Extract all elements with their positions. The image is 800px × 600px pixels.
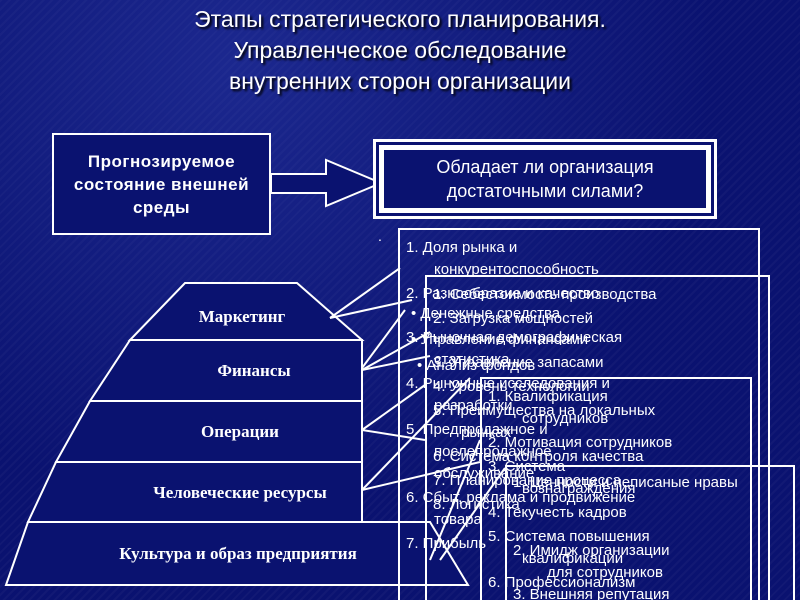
outer-box-line-1: Прогнозируемое	[87, 151, 236, 171]
operations-item: 2. Загрузка мощностей	[433, 310, 594, 327]
operations-item: 5. Преимущества на локальных	[433, 402, 656, 419]
operations-panel: 1. Себестоимость производства 2. Загрузк…	[425, 275, 770, 600]
pyramid-tier-finance: Финансы	[217, 361, 291, 380]
arrow-right	[270, 158, 384, 208]
culture-item: 3. Внешняя репутация	[513, 586, 670, 600]
hr-item: 1. Квалификация	[488, 388, 608, 405]
pyramid	[4, 282, 470, 586]
finance-item: • Денежные средства	[411, 305, 561, 322]
marketing-item: 5. Предпродажное и	[406, 421, 548, 438]
hr-item: вознаграждения	[522, 480, 636, 497]
marketing-item: послепродажное	[434, 443, 552, 460]
pyramid-tier-operations: Операции	[201, 422, 279, 441]
hr-item: 6. Профессионализм	[488, 574, 636, 591]
outer-box-line-3: среды	[132, 197, 191, 217]
title-line-1: Этапы стратегического планирования.	[194, 6, 606, 32]
marketing-item: 2. Разнообразие и качество	[406, 285, 600, 302]
stray-dot: .	[378, 228, 382, 244]
pyramid-tier-culture: Культура и образ предприятия	[119, 544, 357, 563]
operations-item: 4. Уровень технологии	[433, 378, 590, 395]
culture-panel: 1. Ценности и неписаные нравы 2. Имидж о…	[505, 465, 795, 600]
culture-item: для сотрудников	[547, 564, 663, 581]
marketing-item: 3. Рыночная демографическая	[406, 329, 623, 346]
question-box: Обладает ли организация достаточными сил…	[382, 148, 708, 210]
operations-item: рынках	[461, 424, 512, 441]
marketing-item: конкурентоспособность	[434, 261, 599, 278]
finance-panel: • Денежные средства • Управление финанса…	[405, 292, 765, 382]
marketing-item: обслуживание	[434, 465, 535, 482]
hr-panel: 1. Квалификация сотрудников 2. Мотивация…	[480, 377, 752, 600]
marketing-panel: 1. Доля рынка и конкурентоспособность 2.…	[398, 228, 760, 600]
external-environment-box: Прогнозируемое состояние внешней среды	[52, 133, 271, 235]
finance-item: • Анализ фондов	[417, 357, 536, 374]
culture-item: 1. Ценности и неписаные нравы	[513, 474, 738, 491]
marketing-item: разработки	[434, 397, 513, 414]
hr-item: 4. Текучесть кадров	[488, 504, 627, 521]
operations-item: 1. Себестоимость производства	[433, 286, 657, 303]
culture-item: 2. Имидж организации	[513, 542, 670, 559]
marketing-item: товара	[434, 511, 482, 528]
operations-item: 8. Логистика	[433, 496, 520, 513]
question-line-1: Обладает ли организация	[436, 157, 654, 177]
operations-item: 6. Система контроля качества	[433, 448, 644, 465]
marketing-item: 4. Рыночные исследования и	[406, 375, 610, 392]
pyramid-tier-marketing: Маркетинг	[198, 307, 286, 326]
hr-item: квалификации	[522, 550, 624, 567]
hr-item: 5. Система повышения	[488, 528, 650, 545]
hr-item: сотрудников	[522, 410, 609, 427]
hr-item: 2. Мотивация сотрудников	[488, 434, 673, 451]
marketing-item: 6. Сбыт, реклама и продвижение	[406, 489, 636, 506]
operations-item: 3. Управление запасами	[433, 354, 604, 371]
marketing-item: 1. Доля рынка и	[406, 239, 518, 256]
slide-title: Этапы стратегического планирования. Упра…	[0, 4, 800, 97]
question-line-2: достаточными силами?	[446, 181, 644, 201]
pyramid-tier-hr: Человеческие ресурсы	[153, 483, 327, 502]
title-line-3: внутренних сторон организации	[229, 68, 571, 94]
pyramid-tier-culture-shape	[4, 521, 470, 586]
outer-box-line-2: состояние внешней	[73, 174, 250, 194]
title-line-2: Управленческое обследование	[233, 37, 567, 63]
finance-item: • Управление финансами	[411, 331, 589, 348]
marketing-item: статистика	[434, 351, 510, 368]
